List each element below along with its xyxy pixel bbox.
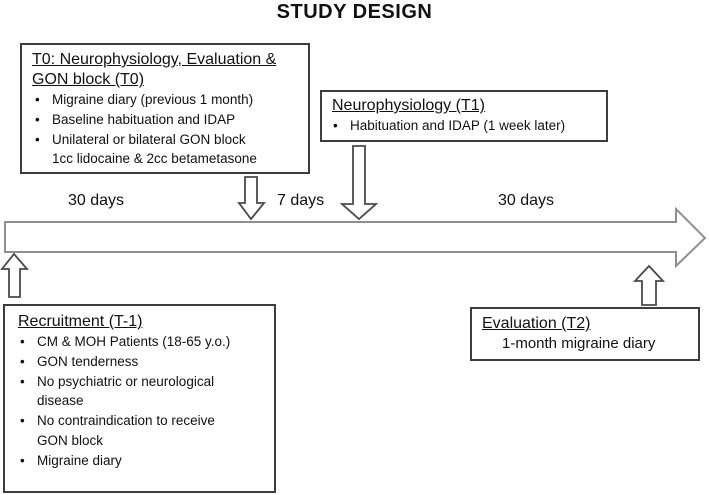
box-t0-neurophysiology: T0: Neurophysiology, Evaluation & GON bl… <box>20 43 310 174</box>
box-t0-bullet-list: Migraine diary (previous 1 month) Baseli… <box>32 90 302 169</box>
bullet-item: GON tenderness <box>18 352 268 372</box>
bullet-item: Migraine diary <box>18 451 268 471</box>
page-title: STUDY DESIGN <box>276 1 433 23</box>
t0-down-arrow-icon <box>237 176 266 221</box>
box-t1-bullet-list: Habituation and IDAP (1 week later) <box>332 116 600 136</box>
bullet-item: Habituation and IDAP (1 week later) <box>332 116 600 136</box>
interval-label-7-days: 7 days <box>277 192 325 209</box>
box-evaluation-heading: Evaluation (T2) <box>482 315 591 332</box>
t1-down-arrow-icon <box>339 145 379 221</box>
bullet-item: Migraine diary (previous 1 month) <box>32 90 302 110</box>
box-recruitment-heading: Recruitment (T-1) <box>18 313 143 330</box>
bullet-item: CM & MOH Patients (18-65 y.o.) <box>18 332 268 352</box>
box-recruitment: Recruitment (T-1) CM & MOH Patients (18-… <box>3 304 276 493</box>
evaluation-up-arrow-icon <box>632 264 666 306</box>
bullet-item: No psychiatric or neurological disease <box>18 372 268 412</box>
box-t1-heading: Neurophysiology (T1) <box>332 97 485 114</box>
box-evaluation: Evaluation (T2) 1-month migraine diary <box>470 307 700 361</box>
box-t0-heading: T0: Neurophysiology, Evaluation & GON bl… <box>32 51 277 88</box>
interval-label-30-days-left: 30 days <box>68 192 125 209</box>
bullet-item: Baseline habituation and IDAP <box>32 110 302 130</box>
box-t1-neurophysiology: Neurophysiology (T1) Habituation and IDA… <box>320 90 608 142</box>
bullet-item: No contraindication to receive GON block <box>18 411 268 451</box>
interval-label-30-days-right: 30 days <box>498 192 555 209</box>
box-evaluation-note: 1-month migraine diary <box>502 335 656 352</box>
bullet-item: Unilateral or bilateral GON block 1cc li… <box>32 130 302 170</box>
timeline-arrow <box>4 206 707 269</box>
recruitment-up-arrow-icon <box>0 252 29 298</box>
box-recruitment-bullet-list: CM & MOH Patients (18-65 y.o.) GON tende… <box>18 332 268 471</box>
